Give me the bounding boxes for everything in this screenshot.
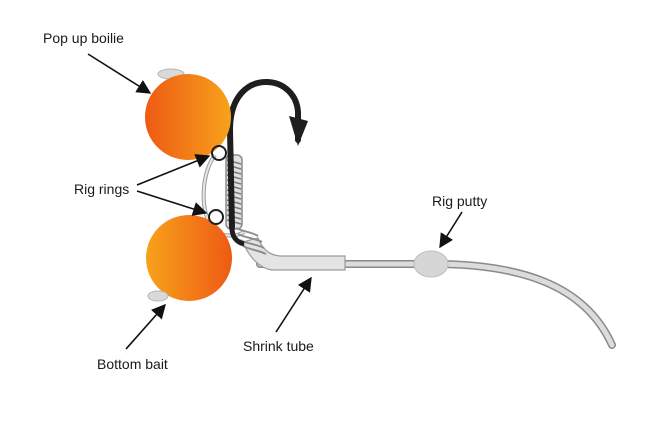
arrow-rig-ring-lower [136,190,208,216]
rig-putty [413,250,449,278]
arrow-shrink-tube [275,276,312,333]
bottom-bait-stop [147,290,169,302]
hook-point-barb [289,116,308,146]
rig-ring-lower [208,209,224,225]
arrow-rig-putty [439,211,463,249]
popup-boilie [145,74,231,160]
label-pop-up-boilie: Pop up boilie [43,30,124,46]
callout-arrows [87,53,463,350]
shrink-tube [242,237,346,271]
label-bottom-bait: Bottom bait [97,356,168,372]
label-shrink-tube: Shrink tube [243,338,314,354]
hook-eye-curve [229,227,245,247]
hook [226,78,301,231]
rig-ring-upper [211,145,227,161]
arrow-popup-boilie [87,53,152,94]
label-rig-putty: Rig putty [432,193,488,209]
label-rig-rings: Rig rings [74,181,130,197]
arrow-rig-ring-upper [136,154,211,186]
arrow-bottom-bait [125,303,166,350]
knot-lower-wraps [235,227,267,255]
bottom-bait [146,215,232,301]
